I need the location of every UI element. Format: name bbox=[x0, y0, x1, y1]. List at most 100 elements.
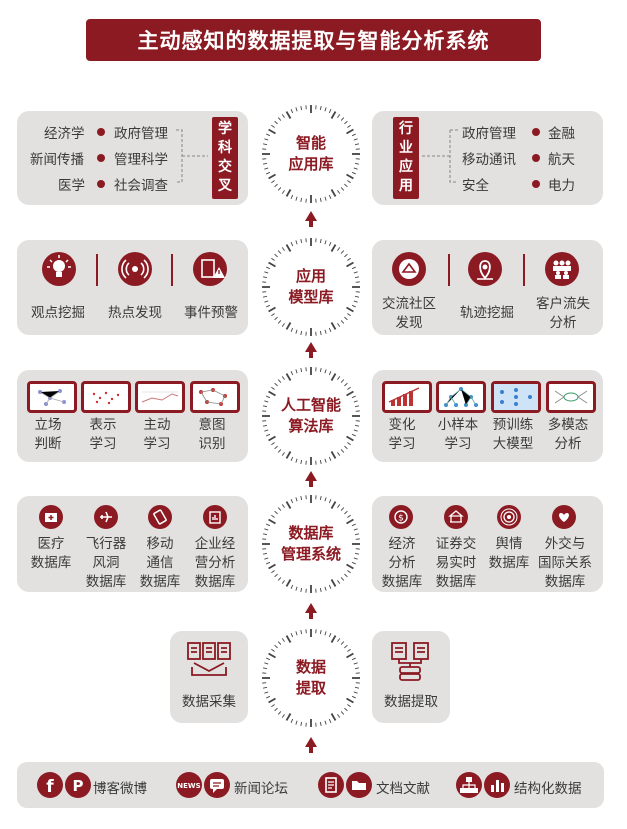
dial-tick bbox=[295, 586, 298, 591]
dial-tick bbox=[351, 433, 356, 437]
dial-tick bbox=[351, 561, 356, 565]
dial-tick bbox=[277, 187, 282, 191]
dial-tick bbox=[300, 587, 303, 593]
dial-tick bbox=[300, 495, 303, 501]
bracket-connector bbox=[176, 129, 208, 183]
dial-tick bbox=[300, 629, 303, 635]
dial-tick bbox=[281, 504, 285, 508]
dial-tick bbox=[300, 197, 303, 203]
dial-tick bbox=[290, 718, 294, 723]
dial-tick bbox=[274, 445, 278, 450]
dial-tick bbox=[264, 662, 269, 665]
layer-title-line2: 模型库 bbox=[288, 288, 334, 306]
dial-tick bbox=[344, 644, 348, 649]
dial-tick bbox=[262, 276, 268, 279]
dial-tick bbox=[271, 124, 275, 128]
dial-tick bbox=[346, 128, 354, 135]
dial-tick bbox=[295, 497, 298, 502]
dial-tick bbox=[285, 579, 292, 587]
business-analysis-db-label: 企业经 营分析 数据库 bbox=[194, 536, 236, 590]
dial-tick bbox=[344, 707, 348, 712]
discipline-economics: 经济学 bbox=[44, 126, 85, 142]
dial-tick bbox=[295, 107, 298, 112]
dial-tick bbox=[344, 120, 348, 125]
bullet-dot bbox=[97, 180, 105, 188]
dial-tick bbox=[346, 563, 354, 570]
medical-db-label: 医疗 数据库 bbox=[30, 536, 72, 571]
pinterest-icon: P bbox=[65, 772, 91, 798]
opinion-mining-label: 观点挖掘 bbox=[31, 305, 85, 321]
dial-tick bbox=[354, 162, 360, 165]
wind-tunnel-db-label: 飞行器 风洞 数据库 bbox=[85, 536, 127, 590]
intent-recognition-label: 意图 识别 bbox=[198, 417, 226, 452]
dial-tick bbox=[300, 721, 303, 727]
structured-data-label: 结构化数据 bbox=[514, 781, 582, 797]
broadcast-icon bbox=[118, 252, 152, 286]
dial-tick bbox=[328, 584, 332, 589]
dial-tick bbox=[300, 367, 303, 373]
signal-icon bbox=[497, 505, 521, 529]
dial-tick bbox=[300, 459, 303, 465]
discipline-gov-management: 政府管理 bbox=[114, 126, 168, 142]
up-arrow-stem bbox=[309, 613, 313, 619]
dial-tick bbox=[330, 713, 337, 721]
dial-tick bbox=[290, 499, 294, 504]
medical-kit-icon bbox=[39, 505, 63, 529]
discipline-journalism: 新闻传播 bbox=[30, 152, 84, 168]
dial-tick bbox=[353, 167, 358, 170]
dial-tick bbox=[262, 686, 268, 689]
dial-tick bbox=[266, 433, 271, 437]
industry-security: 安全 bbox=[462, 178, 489, 194]
dial-tick bbox=[266, 395, 271, 399]
up-arrow bbox=[305, 471, 317, 481]
dial-tick bbox=[266, 266, 271, 270]
layer-title-line1: 人工智能 bbox=[280, 396, 341, 414]
dial-tick bbox=[347, 570, 351, 574]
neural-net-icon bbox=[491, 381, 541, 413]
dial-tick bbox=[346, 306, 354, 313]
stance-detection-label: 立场 判断 bbox=[34, 417, 62, 452]
dial-tick bbox=[262, 295, 268, 298]
dial-tick bbox=[295, 631, 298, 636]
discipline-management-science: 管理科学 bbox=[114, 152, 168, 168]
separator bbox=[448, 254, 450, 286]
dial-tick bbox=[266, 561, 271, 565]
few-shot-learning-label: 小样本 学习 bbox=[437, 417, 479, 452]
dial-tick bbox=[266, 523, 271, 527]
dial-tick bbox=[353, 429, 358, 432]
dial-tick bbox=[344, 183, 348, 188]
org-structure-icon bbox=[456, 772, 482, 798]
dial-tick bbox=[351, 695, 356, 699]
dial-tick bbox=[353, 528, 358, 531]
dial-tick bbox=[300, 330, 303, 336]
dial-tick bbox=[285, 244, 292, 252]
dial-tick bbox=[351, 395, 356, 399]
dial-tick bbox=[351, 304, 356, 308]
industry-aerospace: 航天 bbox=[548, 152, 575, 168]
dial-tick bbox=[324, 240, 327, 245]
dial-tick bbox=[319, 721, 322, 727]
layer-title-line1: 应用 bbox=[295, 267, 326, 285]
dial-tick bbox=[268, 518, 276, 525]
data-extraction-icon bbox=[388, 641, 434, 687]
bullet-dot bbox=[97, 154, 105, 162]
dial-tick bbox=[274, 253, 278, 258]
dial-tick bbox=[285, 635, 292, 643]
dial-tick bbox=[340, 507, 345, 511]
dial-tick bbox=[324, 196, 327, 201]
dial-tick bbox=[354, 533, 360, 536]
up-arrow bbox=[305, 737, 317, 747]
dial-tick bbox=[274, 644, 278, 649]
dial-tick bbox=[285, 451, 292, 459]
dial-tick bbox=[274, 120, 278, 125]
dial-tick bbox=[271, 180, 275, 184]
dial-tick bbox=[277, 711, 282, 715]
dial-tick bbox=[290, 584, 294, 589]
bullet-dot bbox=[97, 128, 105, 136]
dial-tick bbox=[346, 173, 354, 180]
dial-tick bbox=[328, 718, 332, 723]
dial-tick bbox=[351, 657, 356, 661]
layer-dial: 智能应用库 bbox=[259, 102, 363, 206]
page-title: 主动感知的数据提取与智能分析系统 bbox=[86, 19, 541, 61]
dial-tick bbox=[324, 369, 327, 374]
